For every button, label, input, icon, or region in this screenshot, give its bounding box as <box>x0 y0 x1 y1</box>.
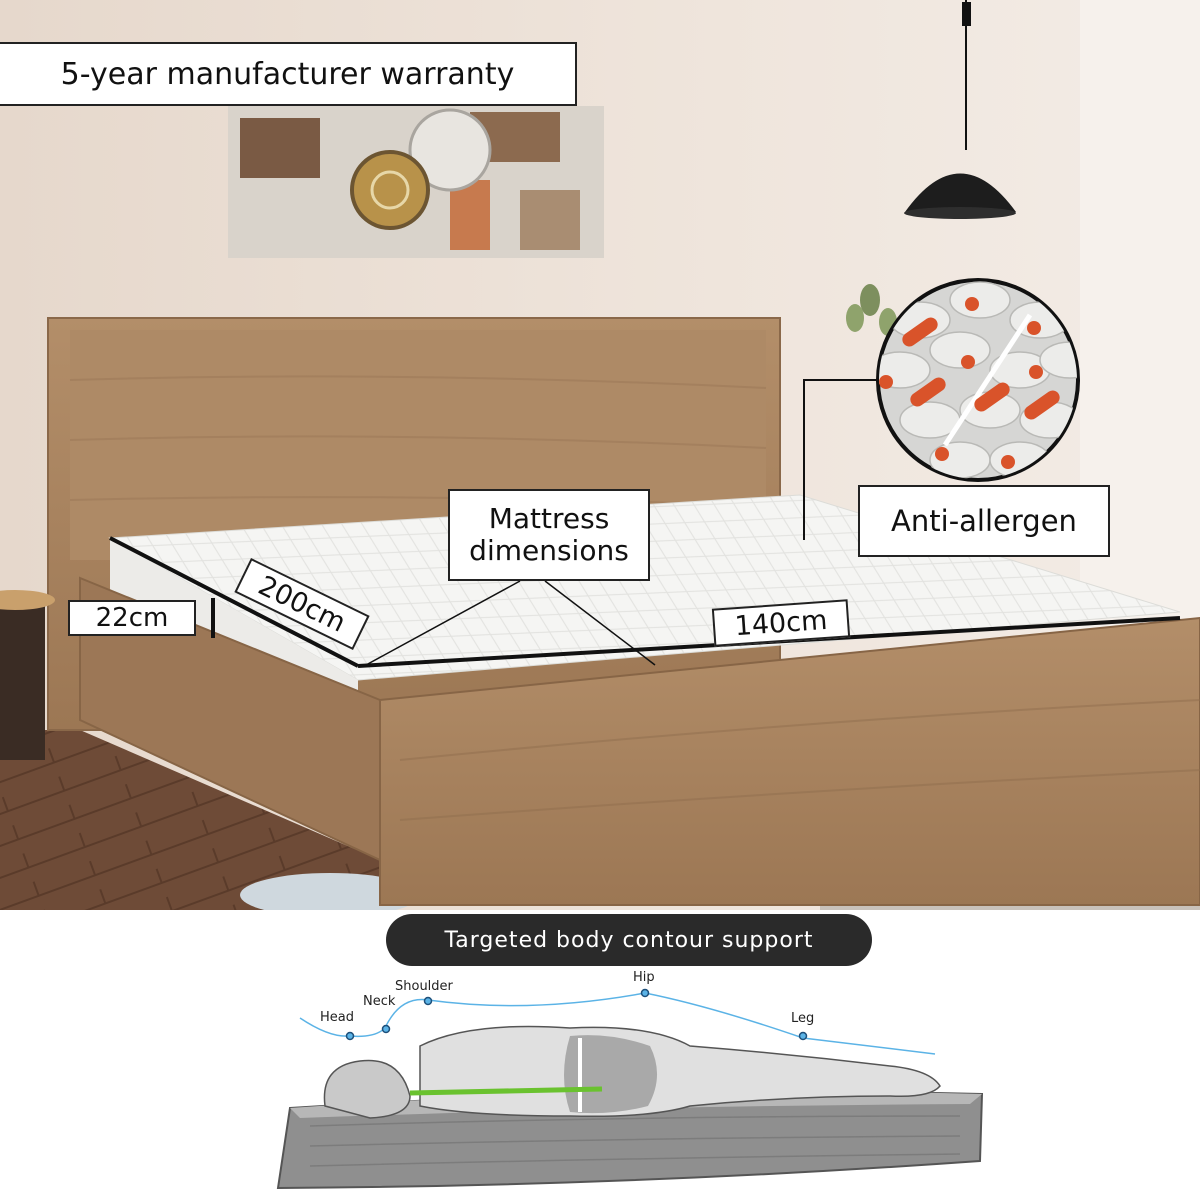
body-contour-diagram: Head Neck Shoulder Hip Leg <box>276 970 984 1190</box>
mattress-dimensions-line2: dimensions <box>469 534 629 567</box>
mattress-dimensions-line1: Mattress <box>488 502 610 535</box>
shoulder-label: Shoulder <box>395 979 454 994</box>
fabric-closeup <box>876 278 1080 482</box>
neck-point <box>381 1024 391 1034</box>
plant <box>846 284 897 336</box>
warranty-label: 5-year manufacturer warranty <box>0 42 577 106</box>
neck-label: Neck <box>363 994 396 1009</box>
sleeping-body <box>323 1025 941 1119</box>
leg-point <box>798 1031 808 1041</box>
height-label: 22cm <box>68 600 196 636</box>
contour-title: Targeted body contour support <box>386 914 872 966</box>
head-label: Head <box>320 1010 354 1025</box>
anti-allergen-label: Anti-allergen <box>858 485 1110 557</box>
head-point <box>345 1031 355 1041</box>
mattress-dimensions-label: Mattress dimensions <box>448 489 650 581</box>
support-curve <box>299 992 936 1055</box>
spine-alignment-line <box>409 1086 603 1096</box>
shoulder-point <box>423 996 433 1006</box>
germ-icon <box>879 297 1060 469</box>
wall-painting <box>228 106 604 258</box>
hip-point <box>640 988 650 998</box>
hip-label: Hip <box>633 970 655 985</box>
leg-label: Leg <box>791 1011 814 1026</box>
bedroom-scene <box>0 0 1200 910</box>
pendant-lamp <box>904 0 1016 219</box>
